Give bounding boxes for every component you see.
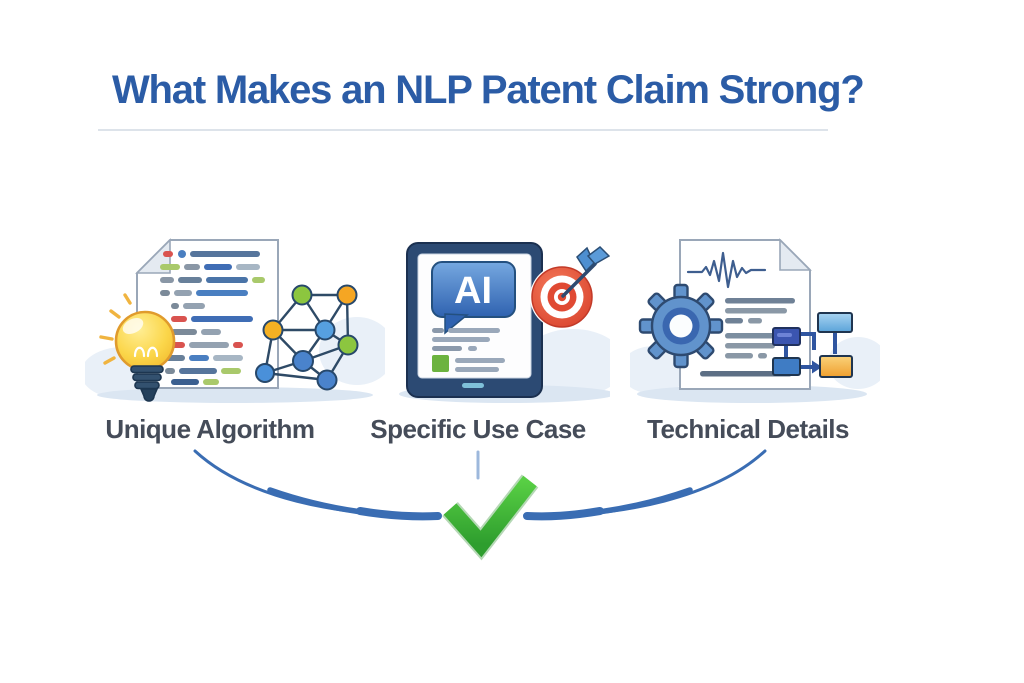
gear-document-flowchart-icon <box>630 238 880 403</box>
left-swoosh <box>193 449 442 521</box>
ai-chat-bubble-icon: AI <box>431 261 516 335</box>
flowchart-icon <box>772 312 853 378</box>
ai-badge-text: AI <box>454 270 492 312</box>
lightbulb-code-document-network-icon <box>85 238 385 403</box>
network-graph-icon <box>255 284 359 391</box>
tablet-icon: AI <box>406 242 543 398</box>
green-square <box>432 355 449 372</box>
lightbulb-icon <box>99 293 176 402</box>
gear-icon <box>638 283 724 369</box>
tablet-ai-chat-target-icon: AI <box>399 242 610 403</box>
checkmark-icon <box>442 474 539 561</box>
item-label-technical-details: Technical Details <box>647 414 850 444</box>
screen-text-lines <box>432 328 505 372</box>
home-button <box>462 383 484 388</box>
page-title: What Makes an NLP Patent Claim Strong? <box>112 68 865 112</box>
code-lines <box>160 250 265 385</box>
waveform-icon <box>686 251 767 289</box>
document-text-lines <box>700 298 795 377</box>
item-label-specific-use-case: Specific Use Case <box>370 414 586 444</box>
title-divider <box>98 129 828 131</box>
target-dart-icon <box>530 246 610 329</box>
item-label-unique-algorithm: Unique Algorithm <box>105 414 315 444</box>
convergence-lines <box>193 449 767 561</box>
right-swoosh <box>523 449 767 521</box>
